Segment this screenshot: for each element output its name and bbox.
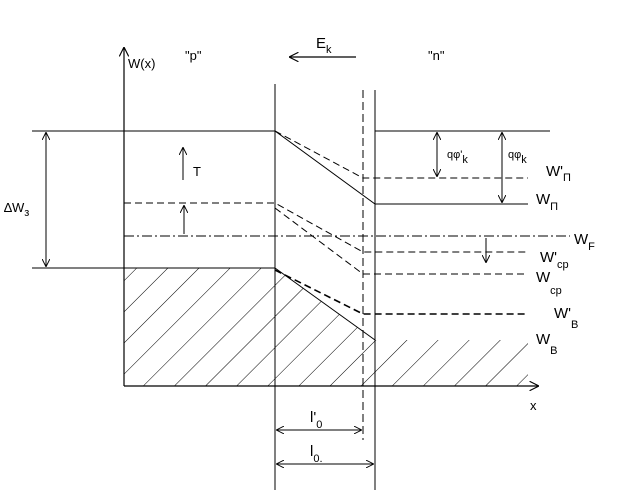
w-pi-label: WП (536, 191, 558, 213)
n-region-label: "n" (428, 48, 445, 63)
p-region-label: "p" (185, 48, 202, 63)
q-phi-prime-label: qφ'k (447, 149, 468, 166)
field-label: Ek (316, 35, 332, 56)
delta-w-label: ∆Wз (4, 200, 29, 219)
w-b-label: WB (536, 331, 558, 357)
w-cp-prime-label: W'cp (540, 249, 569, 271)
q-phi-label: qφk (508, 149, 527, 166)
valence-band-hatched-region (124, 268, 528, 386)
width-l0-prime-label: l'0 (310, 409, 322, 431)
w-cp-label: Wcp (536, 269, 562, 297)
w-f-label: WF (574, 231, 595, 253)
conduction-band-line (32, 130, 528, 205)
w-b-prime-label: W'B (554, 305, 578, 331)
conduction-band-prime-line (274, 130, 528, 179)
w-axis-label: W(x) (128, 56, 155, 71)
fermi-quasi-level-line (124, 202, 528, 253)
valence-band-slope-line (274, 267, 376, 341)
x-axis-label: x (530, 398, 537, 413)
temperature-label: T (193, 164, 201, 179)
w-pi-prime-label: W'П (546, 163, 571, 184)
fermi-quasi-level-line-2 (274, 207, 528, 275)
width-l0-label: l0. (310, 443, 323, 465)
